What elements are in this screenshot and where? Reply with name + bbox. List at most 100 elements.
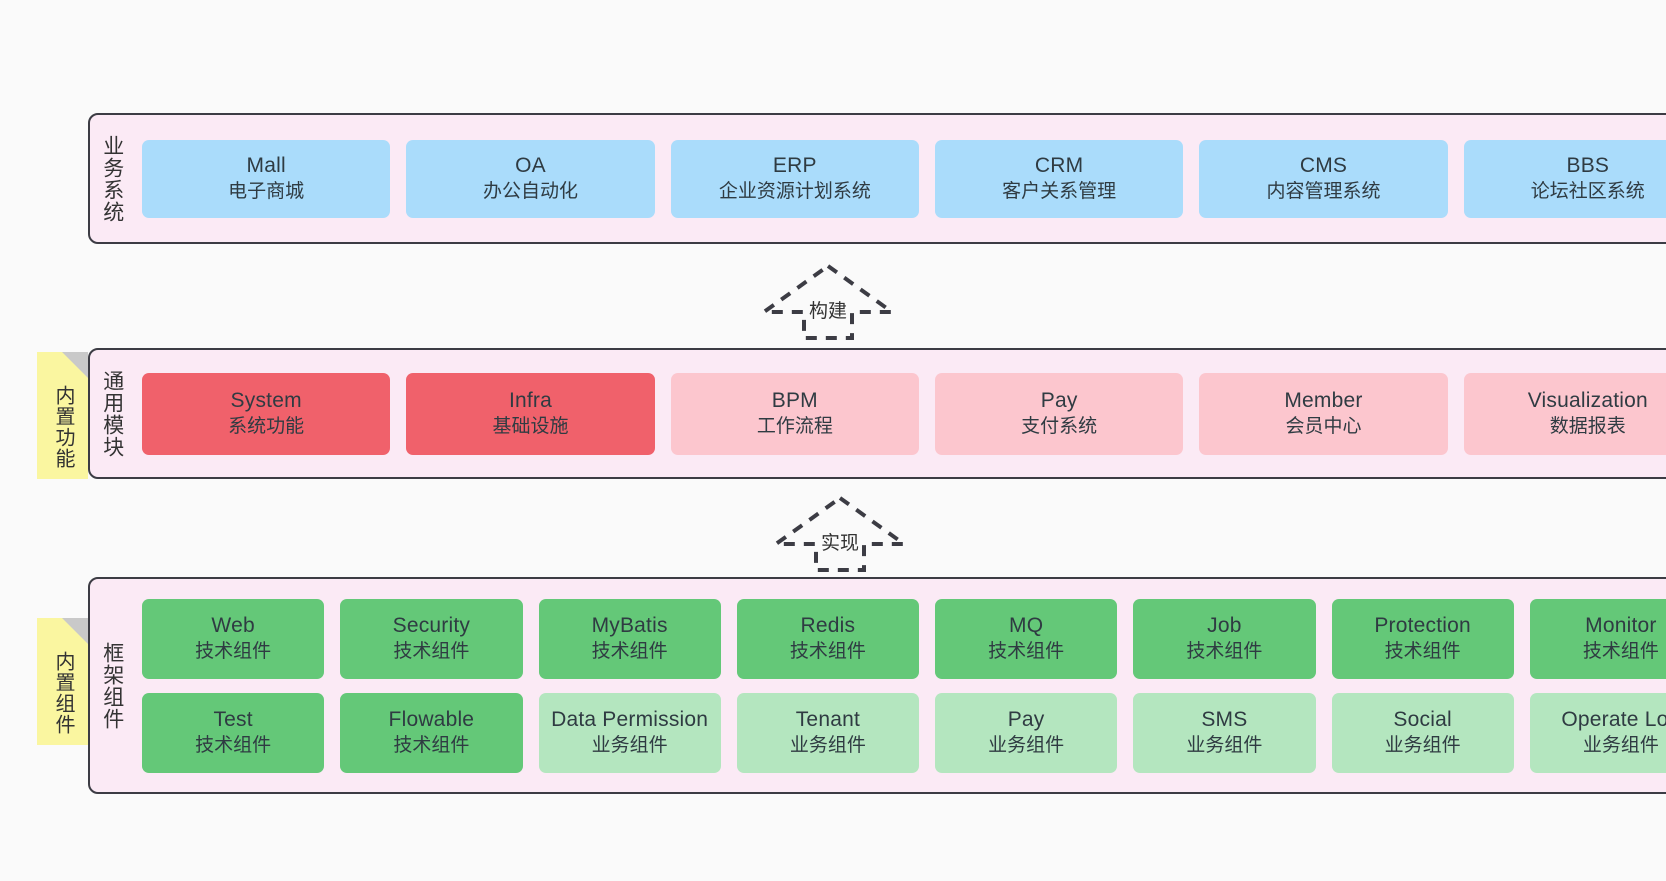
framework-card-mybatis[interactable]: MyBatis 技术组件: [538, 598, 721, 679]
card-title-en: Mall: [246, 153, 286, 177]
framework-card-data-permission[interactable]: Data Permission 业务组件: [538, 692, 721, 773]
card-title-en: Redis: [800, 613, 856, 637]
card-title-en: BPM: [771, 388, 818, 412]
business-card-crm[interactable]: CRM 客户关系管理: [934, 139, 1184, 218]
card-title-cn: 业务组件: [988, 734, 1065, 756]
card-title-cn: 技术组件: [393, 640, 470, 662]
card-title-en: Test: [213, 707, 253, 731]
module-card-visualization[interactable]: Visualization 数据报表: [1463, 372, 1666, 455]
card-title-cn: 电子商城: [228, 180, 305, 202]
card-title-en: Data Permission: [551, 707, 709, 731]
framework-card-redis[interactable]: Redis 技术组件: [736, 598, 919, 679]
card-title-cn: 支付系统: [1021, 415, 1098, 437]
builtin-component-sticky-label: 内置组件: [52, 650, 74, 735]
module-card-pay[interactable]: Pay 支付系统: [934, 372, 1184, 455]
module-card-system[interactable]: System 系统功能: [142, 372, 391, 455]
implement-arrow-icon: [769, 495, 911, 572]
card-title-en: Member: [1284, 388, 1363, 412]
framework-card-flowable[interactable]: Flowable 技术组件: [340, 692, 523, 773]
card-title-cn: 技术组件: [988, 640, 1065, 662]
card-title-cn: 业务组件: [1582, 734, 1659, 756]
card-title-en: Flowable: [388, 707, 475, 731]
card-title-cn: 工作流程: [756, 415, 833, 437]
card-title-cn: 系统功能: [228, 415, 305, 437]
card-title-en: Social: [1393, 707, 1452, 731]
card-title-en: MQ: [1009, 613, 1044, 637]
framework-card-pay[interactable]: Pay 业务组件: [935, 692, 1118, 773]
framework-card-protection[interactable]: Protection 技术组件: [1331, 598, 1514, 679]
card-title-cn: 办公自动化: [482, 180, 578, 202]
card-title-en: SMS: [1201, 707, 1248, 731]
card-title-cn: 技术组件: [195, 734, 272, 756]
card-title-cn: 技术组件: [393, 734, 470, 756]
card-title-en: BBS: [1566, 153, 1610, 177]
business-card-cms[interactable]: CMS 内容管理系统: [1199, 139, 1448, 218]
card-title-en: Monitor: [1585, 613, 1657, 637]
card-title-en: Visualization: [1527, 388, 1648, 412]
builtin-feature-sticky-note: 内置功能: [37, 352, 88, 479]
module-card-member[interactable]: Member 会员中心: [1199, 372, 1448, 455]
card-title-en: OA: [515, 153, 546, 177]
build-generalization-arrow: 构建: [757, 262, 899, 340]
card-title-en: Web: [211, 613, 255, 637]
framework-card-test[interactable]: Test 技术组件: [142, 692, 325, 773]
framework-component-title: 框架组件: [100, 641, 124, 730]
card-title-cn: 技术组件: [591, 640, 668, 662]
implement-arrow-label: 实现: [820, 533, 860, 554]
builtin-feature-sticky-label: 内置功能: [52, 384, 74, 469]
common-module-title: 通用模块: [100, 369, 124, 458]
builtin-component-sticky-note: 内置组件: [37, 618, 88, 745]
card-title-cn: 业务组件: [789, 734, 866, 756]
card-title-en: MyBatis: [591, 613, 668, 637]
card-title-cn: 技术组件: [1186, 640, 1263, 662]
common-module-body: System 系统功能 Infra 基础设施 BPM 工作流程 Pay 支付系统 Member 会…: [134, 350, 1666, 477]
common-module-band: 通用模块 System 系统功能 Infra 基础设施 BPM 工作流程 Pay 支付系统 Me…: [88, 348, 1666, 479]
business-card-mall[interactable]: Mall 电子商城: [142, 139, 391, 218]
framework-card-job[interactable]: Job 技术组件: [1133, 598, 1316, 679]
card-title-cn: 业务组件: [1186, 734, 1263, 756]
build-arrow-label: 构建: [808, 301, 848, 322]
card-title-en: Operate Log: [1561, 707, 1666, 731]
card-title-cn: 数据报表: [1549, 415, 1626, 437]
framework-card-mq[interactable]: MQ 技术组件: [935, 598, 1118, 679]
card-title-en: Pay: [1007, 707, 1045, 731]
card-title-en: CMS: [1299, 153, 1348, 177]
card-title-en: System: [230, 388, 302, 412]
framework-card-web[interactable]: Web 技术组件: [142, 598, 325, 679]
module-card-row: System 系统功能 Infra 基础设施 BPM 工作流程 Pay 支付系统 Member 会…: [142, 372, 1666, 455]
module-card-bpm[interactable]: BPM 工作流程: [670, 372, 919, 455]
card-title-cn: 技术组件: [195, 640, 272, 662]
card-title-cn: 客户关系管理: [1002, 180, 1117, 202]
card-title-cn: 技术组件: [1384, 640, 1461, 662]
implement-generalization-arrow: 实现: [769, 494, 911, 572]
framework-card-operate-log[interactable]: Operate Log 业务组件: [1529, 692, 1666, 773]
card-title-cn: 基础设施: [492, 415, 569, 437]
business-card-oa[interactable]: OA 办公自动化: [406, 139, 655, 218]
card-title-en: Protection: [1374, 613, 1471, 637]
card-title-en: Pay: [1040, 388, 1078, 412]
card-title-en: Infra: [508, 388, 552, 412]
framework-card-sms[interactable]: SMS 业务组件: [1133, 692, 1316, 773]
card-title-cn: 业务组件: [591, 734, 668, 756]
card-title-cn: 论坛社区系统: [1530, 180, 1645, 202]
module-card-infra[interactable]: Infra 基础设施: [406, 372, 655, 455]
business-system-title: 业务系统: [100, 134, 124, 223]
business-card-bbs[interactable]: BBS 论坛社区系统: [1463, 139, 1666, 218]
card-title-cn: 技术组件: [789, 640, 866, 662]
card-title-en: Job: [1207, 613, 1242, 637]
card-title-cn: 内容管理系统: [1266, 180, 1381, 202]
card-title-cn: 会员中心: [1285, 415, 1362, 437]
card-title-en: CRM: [1034, 153, 1084, 177]
